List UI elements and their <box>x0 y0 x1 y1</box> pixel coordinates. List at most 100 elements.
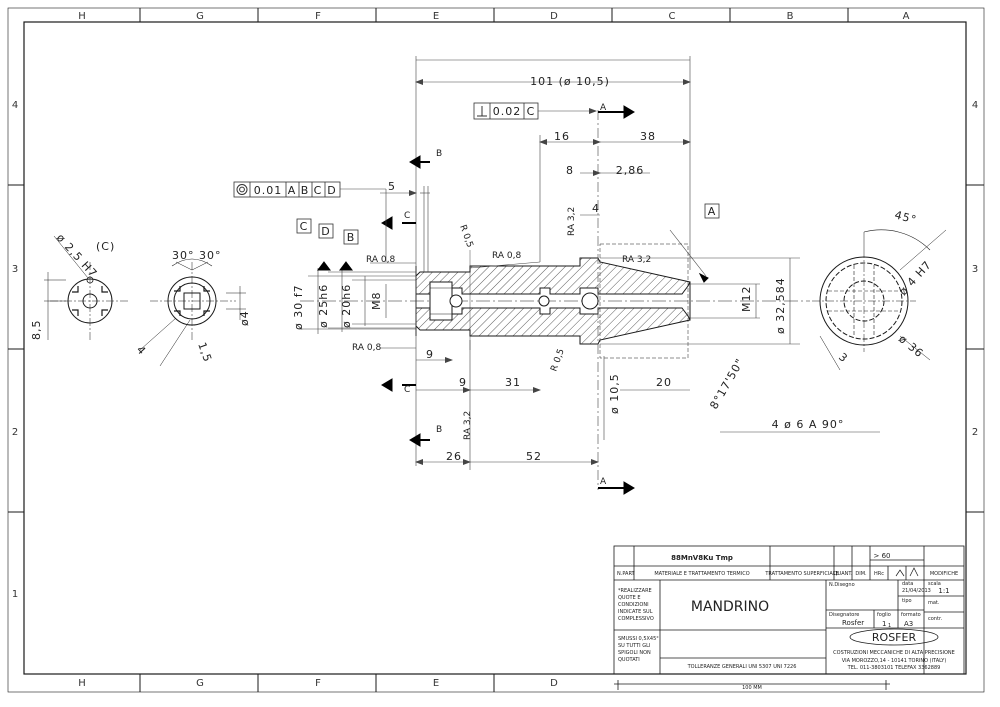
section-c-top: C <box>404 211 410 221</box>
dim-5: 5 <box>388 180 396 193</box>
lp-label-c: (C) <box>96 240 115 253</box>
zone-col-g: G <box>196 11 204 22</box>
dim-d30: ø 30 f7 <box>292 284 305 330</box>
tb-note1-l5: COMPLESSIVO <box>618 616 654 622</box>
tb-h-foglio: foglio <box>877 612 891 618</box>
zone-col-e: E <box>433 11 439 22</box>
zone-rrow-3: 3 <box>972 264 978 275</box>
section-c-bottom: C <box>404 385 410 395</box>
concentricity-frame: 0.01 A B C D <box>233 181 387 262</box>
right-end-view-text: 45° ø 4 H7 ø 36 3 <box>836 208 934 365</box>
tb-h-tratt: TRATTAMENTO SUPERFICIALE <box>764 571 838 577</box>
dim-31: 31 <box>505 376 521 389</box>
dim-4: 4 <box>592 202 600 215</box>
section-arrows <box>317 105 709 495</box>
dim-d25: ø 25h6 <box>317 284 330 328</box>
zone-col-f: F <box>315 11 321 22</box>
ra-0-8-bottom: RA 0,8 <box>352 343 381 353</box>
datum-label-a: A <box>708 205 717 218</box>
title-block-text: 88MnV8Ku Tmp > 60 N.PART MATERIALE E TRA… <box>617 552 958 691</box>
concentricity-icon <box>236 184 248 195</box>
tb-note1-l1: *REALIZZARE <box>618 588 652 594</box>
tb-gt60: > 60 <box>874 552 891 560</box>
dim-38: 38 <box>640 130 656 143</box>
dim-d20: ø 20h6 <box>340 284 353 328</box>
title-block <box>613 545 965 690</box>
spindle-lower-half <box>415 307 691 345</box>
tb-foglio-sub: 1 <box>888 623 891 629</box>
ra-3-2-bottom: RA 3,2 <box>463 411 473 440</box>
ra-3-2-top: RA 3,2 <box>567 207 577 236</box>
right-end-view <box>812 229 947 371</box>
perp-datum: C <box>527 105 536 118</box>
main-section-view <box>300 243 810 359</box>
dim-d32: ø 32,584 <box>774 277 787 334</box>
rp-dim-d4: ø 4 H7 <box>897 258 935 298</box>
tb-h-formato: formato <box>901 612 921 618</box>
mid-dim-1-5: 1,5 <box>195 341 214 365</box>
cross-hole-2 <box>538 295 550 307</box>
tb-scala: 1:1 <box>938 587 949 595</box>
dim-2-86: 2,86 <box>616 164 645 177</box>
ra-0-8-top: RA 0,8 <box>366 255 395 265</box>
tb-h-tipo: tipo <box>902 598 912 604</box>
zone-rrow-4: 4 <box>972 100 978 111</box>
tb-note2-l2: SU TUTTI GLI <box>618 643 650 649</box>
r-0-5-top: R 0,5 <box>457 224 474 249</box>
perpendicularity-frame: 0.02 C <box>473 102 597 120</box>
conc-value: 0.01 <box>254 184 283 197</box>
conc-datum-b: B <box>301 184 310 197</box>
ra-3-2-right: RA 3,2 <box>622 255 651 265</box>
conc-datum-d: D <box>327 184 336 197</box>
main-dimension-lines <box>300 56 880 490</box>
m8-bore <box>429 281 453 321</box>
mid-angles: 30° 30° <box>172 249 222 262</box>
zone-labels: H G F E D C B A H G F E D 4 3 2 1 4 3 2 <box>12 11 978 689</box>
tb-disegnatore: Rosfer <box>842 619 864 627</box>
tb-address: VIA MOROZZO,14 - 10141 TORINO (ITALY) <box>842 658 947 664</box>
tb-h-mat: mat. <box>928 600 940 606</box>
datum-label-d: D <box>321 225 330 238</box>
datum-label-c: C <box>300 220 309 233</box>
r-0-5-bottom: R 0,5 <box>549 348 566 373</box>
perpendicularity-icon <box>477 106 487 117</box>
cross-hole-3 <box>581 292 599 310</box>
zone-col-a: A <box>903 11 910 22</box>
zone-rrow-2: 2 <box>972 427 978 438</box>
conc-datum-a: A <box>288 184 297 197</box>
left-end-view-text: 8,5 ø 2,5 H7 (C) <box>30 231 115 341</box>
dim-9b: 9 <box>459 376 467 389</box>
middle-end-view <box>139 258 246 367</box>
tb-data: 21/04/2013 <box>902 588 931 594</box>
left-end-view <box>44 235 130 340</box>
tb-h-scala: scala <box>928 581 941 587</box>
dim-angle: 8°17'50" <box>707 356 747 411</box>
zone-row-1: 1 <box>12 589 18 600</box>
zone-col-b: B <box>787 11 794 22</box>
zone-bcol-d: D <box>550 678 558 689</box>
datum-label-b: B <box>347 231 356 244</box>
tb-h-disegnatore: Disegnatore <box>829 612 859 618</box>
ra-0-8-mid: RA 0,8 <box>492 251 521 261</box>
dim-holes: 4 ø 6 A 90° <box>772 418 845 431</box>
tb-h-material: MATERIALE E TRATTAMENTO TERMICO <box>654 571 749 577</box>
zone-col-h: H <box>78 11 86 22</box>
cross-hole-1 <box>449 294 463 308</box>
tb-note1-l2: QUOTE E <box>618 595 641 601</box>
dim-m12: M12 <box>740 286 753 313</box>
tb-h-quant: QUANT. <box>834 571 853 577</box>
tb-h-data: data <box>902 581 913 587</box>
section-a-bottom: A <box>600 477 607 487</box>
middle-end-view-text: 30° 30° 4 1,5 ø4 <box>134 249 251 364</box>
lp-dim-8-5: 8,5 <box>30 320 43 341</box>
zone-bcol-g: G <box>196 678 204 689</box>
tb-tel: TEL. 011-3803101 TELEFAX 3362889 <box>847 665 941 671</box>
dim-8: 8 <box>566 164 574 177</box>
rp-dim-3: 3 <box>836 350 850 365</box>
rp-angle-45: 45° <box>893 208 918 226</box>
tb-note2-l1: SMUSSI 0,5X45° <box>618 636 659 642</box>
mid-dim-d4: ø4 <box>238 310 251 326</box>
tb-h-modifiche: MODIFICHE <box>930 571 958 577</box>
dim-d10-5: ø 10,5 <box>608 373 621 414</box>
